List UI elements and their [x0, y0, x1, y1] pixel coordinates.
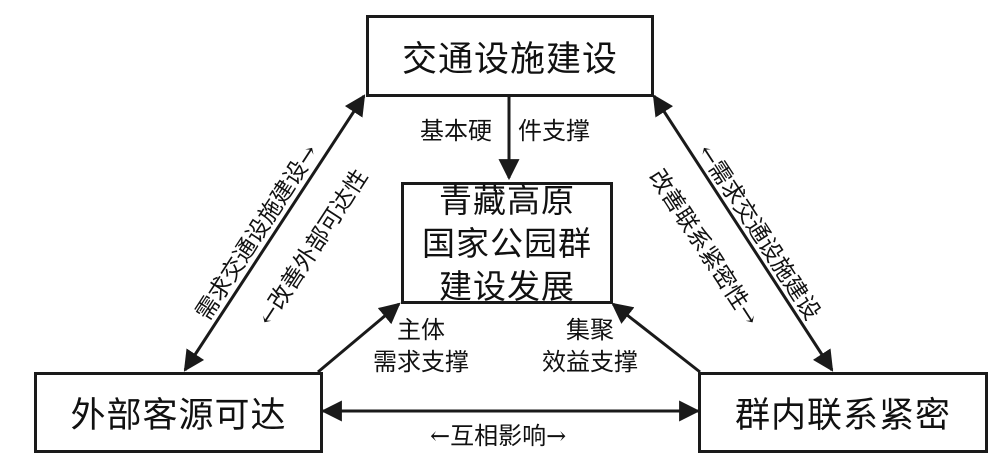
arrow-left-top	[183, 94, 366, 372]
edge-label-cluster-benefit: 集聚 效益支撑	[532, 314, 648, 378]
cluster-benefit-line-1: 集聚	[566, 316, 614, 344]
main-demand-line-1: 主体	[397, 316, 445, 344]
node-transport-infrastructure: 交通设施建设	[366, 15, 654, 97]
edge-label-support: 件支撑	[518, 117, 590, 145]
node-right-label: 群内联系紧密	[734, 396, 951, 436]
arrow-right-to-center	[611, 302, 701, 374]
node-external-accessibility: 外部客源可达	[34, 372, 323, 453]
edge-label-main-demand: 主体 需求支撑	[363, 314, 479, 378]
node-internal-connection: 群内联系紧密	[698, 372, 988, 453]
center-line-1: 青藏高原	[439, 180, 575, 220]
node-national-park-group: 青藏高原 国家公园群 建设发展	[401, 181, 613, 306]
node-left-label: 外部客源可达	[70, 396, 287, 436]
arrow-right-top	[652, 94, 834, 372]
cluster-benefit-line-2: 效益支撑	[542, 348, 638, 376]
edge-label-basic-hardware: 基本硬	[420, 117, 492, 145]
center-line-3: 建设发展	[439, 266, 575, 306]
center-line-2: 国家公园群	[422, 223, 592, 263]
edge-label-mutual-influence: ←互相影响→	[430, 422, 567, 450]
center-text: 青藏高原 国家公园群 建设发展	[422, 179, 592, 308]
main-demand-line-2: 需求支撑	[373, 348, 469, 376]
node-top-label: 交通设施建设	[401, 39, 618, 80]
arrow-left-to-center	[317, 302, 401, 374]
